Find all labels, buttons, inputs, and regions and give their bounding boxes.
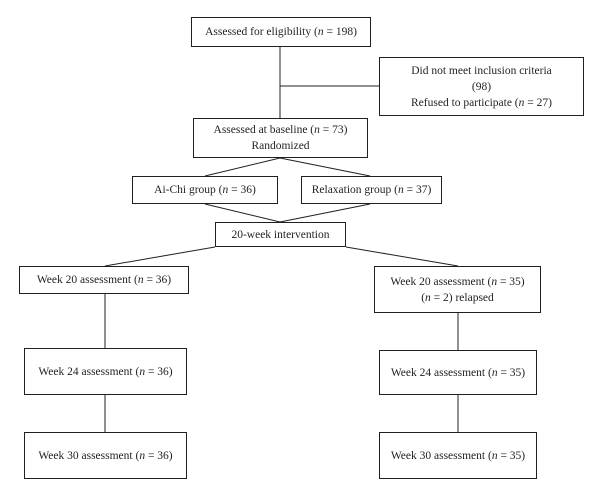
- eligibility-box: Assessed for eligibility (n = 198): [191, 17, 371, 47]
- connector-intervention-right: [345, 246, 459, 267]
- connector-baseline-aichi: [204, 157, 281, 177]
- excluded-box: Did not meet inclusion criteria (98) Ref…: [379, 57, 584, 116]
- baseline-box: Assessed at baseline (n = 73) Randomized: [193, 118, 368, 158]
- baseline-line2: Randomized: [251, 140, 310, 152]
- left-week30-box: Week 30 assessment (n = 36): [24, 432, 187, 479]
- left-week20-box: Week 20 assessment (n = 36): [19, 266, 189, 294]
- right-week30-text: Week 30 assessment (n = 35): [390, 449, 526, 462]
- baseline-line1: Assessed at baseline (n = 73): [213, 124, 348, 136]
- right-week20-line2: (n = 2) relapsed: [421, 291, 494, 304]
- intervention-box: 20-week intervention: [215, 222, 346, 247]
- right-week20-box: Week 20 assessment (n = 35) (n = 2) rela…: [374, 266, 541, 313]
- connector-aichi-intervention: [204, 203, 281, 223]
- connector-relaxation-intervention: [279, 203, 371, 223]
- left-week20-text: Week 20 assessment (n = 36): [36, 274, 172, 286]
- left-week30-text: Week 30 assessment (n = 36): [38, 449, 173, 462]
- left-week24-text: Week 24 assessment (n = 36): [38, 365, 173, 378]
- aichi-group-text: Ai-Chi group (n = 36): [154, 184, 256, 196]
- connector-baseline-relaxation: [279, 157, 371, 177]
- excluded-line2: (98): [471, 80, 492, 93]
- right-week24-box: Week 24 assessment (n = 35): [379, 350, 537, 395]
- eligibility-text: Assessed for eligibility (n = 198): [205, 26, 357, 38]
- excluded-line1: Did not meet inclusion criteria: [411, 64, 552, 77]
- right-week20-line1: Week 20 assessment (n = 35): [390, 275, 525, 288]
- right-week30-box: Week 30 assessment (n = 35): [379, 432, 537, 479]
- right-week24-text: Week 24 assessment (n = 35): [390, 366, 526, 379]
- relaxation-group-box: Relaxation group (n = 37): [301, 176, 442, 204]
- left-week24-box: Week 24 assessment (n = 36): [24, 348, 187, 395]
- excluded-line3: Refused to participate (n = 27): [411, 96, 552, 109]
- intervention-text: 20-week intervention: [231, 228, 330, 241]
- connector-intervention-left: [104, 246, 216, 267]
- relaxation-group-text: Relaxation group (n = 37): [311, 184, 432, 196]
- aichi-group-box: Ai-Chi group (n = 36): [132, 176, 278, 204]
